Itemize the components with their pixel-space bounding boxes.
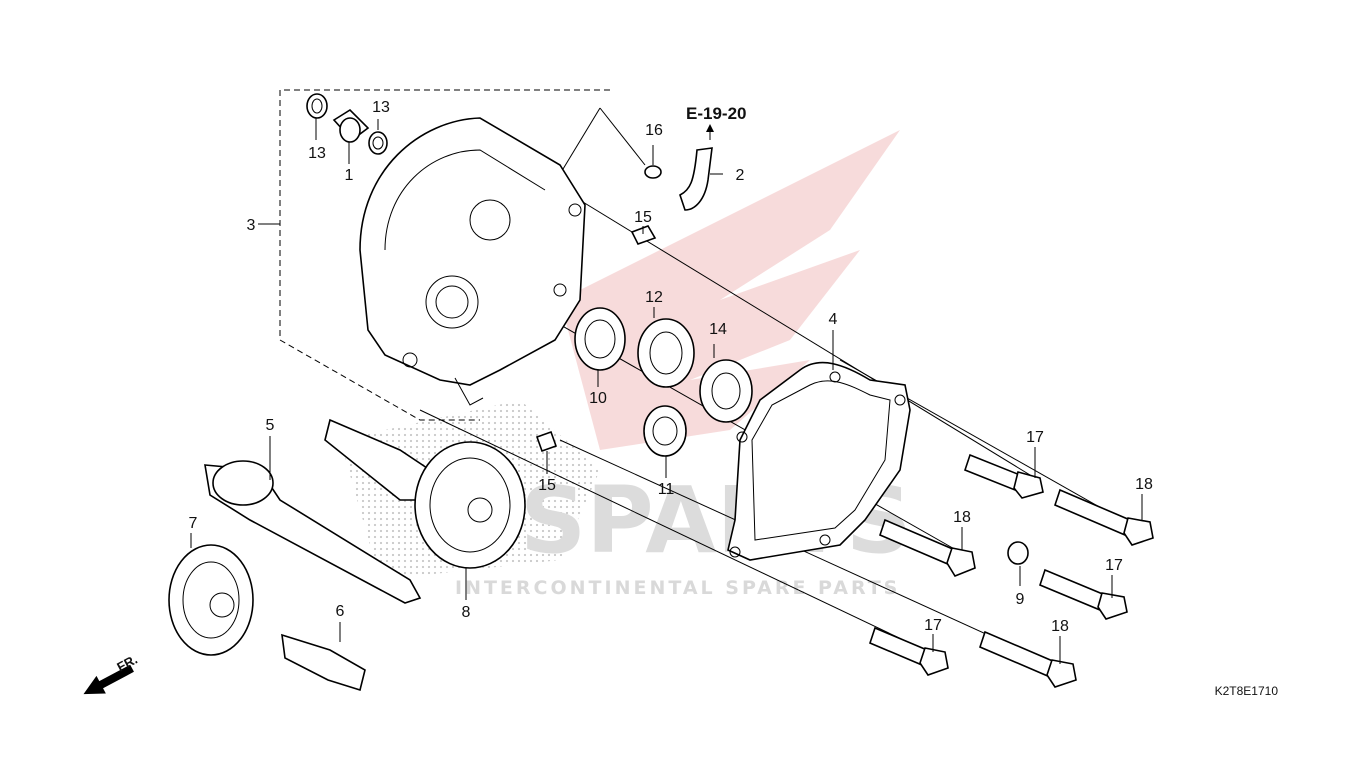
callout-4: 4 (829, 311, 838, 328)
callout-1: 1 (345, 167, 354, 184)
leader-lines (190, 118, 1143, 664)
callout-18-middle: 18 (953, 509, 971, 526)
callout-12: 12 (645, 289, 663, 306)
callout-10: 10 (589, 390, 607, 407)
sealing-washer (1007, 541, 1029, 565)
diagram-code: K2T8E1710 (1215, 684, 1279, 698)
breather-tube (644, 124, 714, 211)
bolt-18-lower (979, 630, 1077, 688)
bolt-17-lower (869, 626, 949, 676)
bolts (869, 453, 1154, 688)
front-direction-indicator: FR. (83, 652, 140, 695)
gasket (727, 361, 911, 561)
callout-18-upper: 18 (1135, 476, 1153, 493)
callout-13-left: 13 (308, 145, 326, 162)
callout-14: 14 (709, 321, 727, 338)
callout-8: 8 (462, 604, 471, 621)
transmission-cover (359, 117, 586, 406)
bearings (574, 307, 753, 457)
bolt-18-upper (1054, 488, 1154, 546)
callout-11: 11 (658, 481, 675, 498)
callout-2: 2 (736, 167, 745, 184)
callout-3: 3 (247, 217, 256, 234)
callout-labels: 1 2 3 4 5 6 7 8 9 10 11 12 13 13 14 15 1… (189, 99, 1153, 635)
callout-15-upper: 15 (634, 209, 652, 226)
bolt-18-middle (879, 518, 976, 577)
callout-5: 5 (266, 417, 275, 434)
bolt-17-upper (964, 453, 1044, 499)
bolt-17-middle (1039, 568, 1128, 620)
callout-16: 16 (645, 122, 663, 139)
callout-7: 7 (189, 515, 198, 532)
callout-15-lower: 15 (538, 477, 556, 494)
collar-and-seals (306, 93, 388, 155)
callout-17-lower: 17 (924, 617, 942, 634)
shafts-and-gears (168, 418, 526, 692)
callout-6: 6 (336, 603, 345, 620)
callout-18-lower: 18 (1051, 618, 1069, 635)
callout-17-upper: 17 (1026, 429, 1044, 446)
callout-9: 9 (1016, 591, 1025, 608)
cross-reference-label: E-19-20 (686, 104, 746, 123)
callout-17-middle: 17 (1105, 557, 1123, 574)
callout-13-right: 13 (372, 99, 390, 116)
watermark-tagline: INTERCONTINENTAL SPARE PARTS (455, 577, 900, 599)
